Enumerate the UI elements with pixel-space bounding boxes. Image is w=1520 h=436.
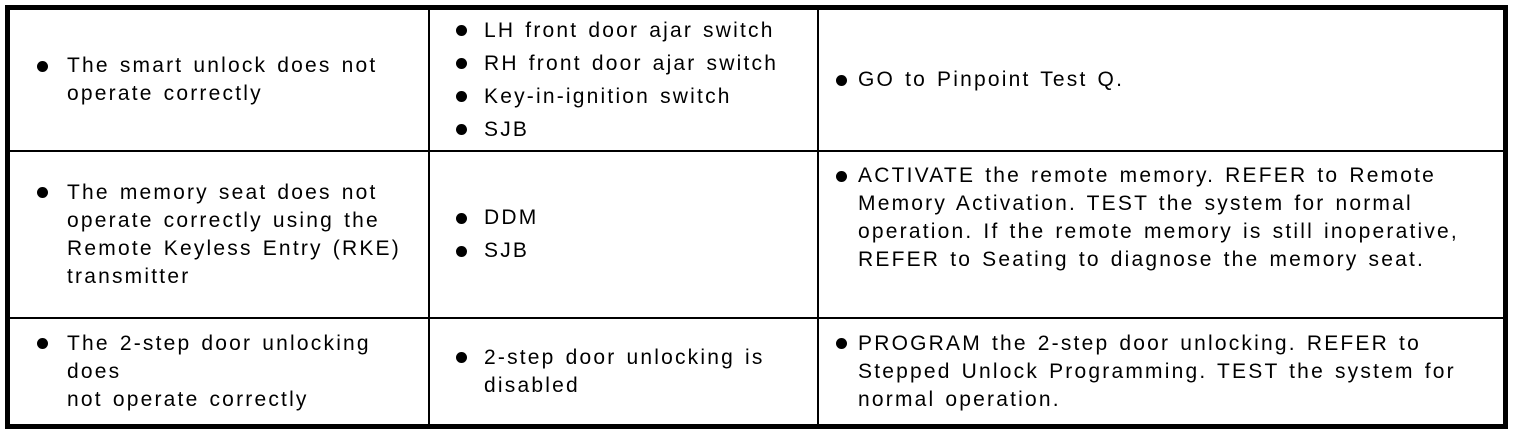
- list-item: GO to Pinpoint Test Q.: [819, 66, 1503, 94]
- list-item: SJB: [430, 116, 817, 144]
- cell-row3-symptom: The 2-step door unlocking does not opera…: [10, 319, 430, 424]
- action-text: PROGRAM the 2-step door unlocking. REFER…: [858, 331, 1456, 411]
- list-item: SJB: [430, 237, 817, 265]
- bullet-icon: [37, 338, 48, 349]
- action-text: GO to Pinpoint Test Q.: [858, 68, 1125, 91]
- action-text: ACTIVATE the remote memory. REFER to Rem…: [858, 164, 1459, 271]
- bullet-icon: [37, 187, 48, 198]
- source-text: LH front door ajar switch: [484, 18, 775, 42]
- bullet-icon: [456, 245, 467, 257]
- cell-row2-action: ACTIVATE the remote memory. REFER to Rem…: [819, 152, 1503, 319]
- list-item: RH front door ajar switch: [430, 50, 817, 78]
- bullet-icon: [836, 74, 847, 86]
- source-text: RH front door ajar switch: [484, 51, 779, 75]
- bullet-icon: [456, 124, 467, 135]
- source-text: SJB: [484, 239, 530, 262]
- bullet-icon: [456, 212, 467, 224]
- symptom-text: The 2-step door unlocking does not opera…: [67, 331, 371, 411]
- list-item: ACTIVATE the remote memory. REFER to Rem…: [819, 162, 1503, 274]
- cell-row1-symptom: The smart unlock does not operate correc…: [10, 10, 430, 152]
- bullet-icon: [456, 25, 467, 36]
- list-item: DDM: [430, 204, 817, 232]
- bullet-icon: [37, 60, 48, 72]
- bullet-icon: [456, 91, 467, 102]
- list-item: Key-in-ignition switch: [430, 83, 817, 111]
- bullet-icon: [456, 352, 467, 363]
- cell-row2-symptom: The memory seat does not operate correct…: [10, 152, 430, 319]
- list-item: 2-step door unlocking is disabled: [430, 344, 817, 400]
- bullet-icon: [456, 58, 467, 69]
- source-text: DDM: [484, 206, 539, 229]
- bullet-icon: [836, 170, 847, 182]
- cell-row1-action: GO to Pinpoint Test Q.: [819, 10, 1503, 152]
- symptom-chart-table: The smart unlock does not operate correc…: [5, 5, 1508, 429]
- bullet-icon: [836, 338, 847, 349]
- cell-row3-possible-sources: 2-step door unlocking is disabled: [430, 319, 819, 424]
- source-text: Key-in-ignition switch: [484, 84, 732, 108]
- source-text: SJB: [484, 117, 530, 141]
- list-item: The memory seat does not operate correct…: [10, 179, 428, 291]
- list-item: PROGRAM the 2-step door unlocking. REFER…: [819, 330, 1503, 414]
- cell-row3-action: PROGRAM the 2-step door unlocking. REFER…: [819, 319, 1503, 424]
- symptom-text: The smart unlock does not operate correc…: [67, 54, 378, 105]
- list-item: The 2-step door unlocking does not opera…: [10, 330, 428, 414]
- list-item: LH front door ajar switch: [430, 17, 817, 45]
- source-text: 2-step door unlocking is disabled: [484, 345, 765, 397]
- cell-row2-possible-sources: DDM SJB: [430, 152, 819, 319]
- symptom-text: The memory seat does not operate correct…: [67, 180, 401, 288]
- list-item: The smart unlock does not operate correc…: [10, 52, 428, 108]
- cell-row1-possible-sources: LH front door ajar switch RH front door …: [430, 10, 819, 152]
